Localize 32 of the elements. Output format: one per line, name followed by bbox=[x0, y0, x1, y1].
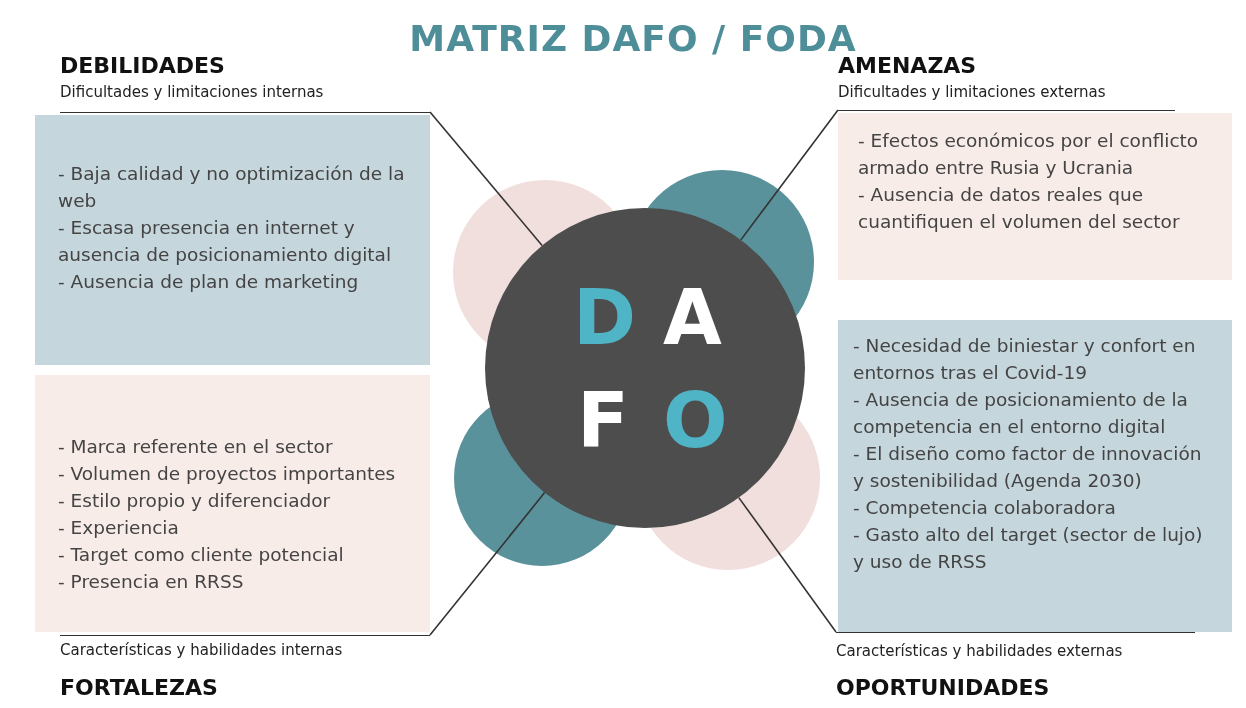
list-item: - Necesidad de biniestar y confort en entornos tras el Covid-19 bbox=[853, 334, 1197, 385]
list-item: - Ausencia de posicionamiento de la competencia en el entorno digital bbox=[853, 388, 1189, 439]
list-item: - Competencia colaboradora bbox=[853, 496, 1117, 520]
list-item: - Escasa presencia en internet y ausencia de posicionamiento digital bbox=[58, 216, 393, 267]
connector-line bbox=[429, 491, 546, 636]
section-heading: DEBILIDADES bbox=[60, 53, 225, 78]
section-subtitle: Características y habilidades externas bbox=[836, 642, 1123, 660]
list-item: - Marca referente en el sector bbox=[58, 435, 334, 459]
connector-line bbox=[738, 496, 837, 633]
connector-line bbox=[740, 109, 839, 241]
list-item: - Volumen de proyectos importantes bbox=[58, 462, 397, 486]
section-subtitle: Características y habilidades internas bbox=[60, 641, 343, 659]
section-heading: AMENAZAS bbox=[838, 53, 977, 78]
list-item: - Target como cliente potencial bbox=[58, 543, 345, 567]
list-item: - Ausencia de datos reales que cuantifiquen el volumen del sector bbox=[858, 183, 1181, 234]
list-item: - Ausencia de plan de marketing bbox=[58, 270, 360, 294]
list-item: - Estilo propio y diferenciador bbox=[58, 489, 332, 513]
letter: F bbox=[577, 383, 629, 459]
section-subtitle: Dificultades y limitaciones internas bbox=[60, 83, 324, 101]
list-item: - El diseño como factor de innovación y sostenibilidad (Agenda 2030) bbox=[853, 442, 1203, 493]
section-heading: FORTALEZAS bbox=[60, 675, 218, 700]
list-item: - Experiencia bbox=[58, 516, 180, 540]
letter: O bbox=[663, 383, 728, 459]
letter: D bbox=[573, 280, 637, 356]
connector-line bbox=[429, 111, 543, 247]
list-item: - Efectos económicos por el conflicto armado entre Rusia y Ucrania bbox=[858, 129, 1200, 180]
list-item: - Presencia en RRSS bbox=[58, 570, 245, 594]
section-heading: OPORTUNIDADES bbox=[836, 675, 1050, 700]
section-subtitle: Dificultades y limitaciones externas bbox=[838, 83, 1106, 101]
list-item: - Gasto alto del target (sector de lujo) y uso de RRSS bbox=[853, 523, 1204, 574]
list-item: - Baja calidad y no optimización de la web bbox=[58, 162, 406, 213]
letter: A bbox=[663, 280, 722, 356]
